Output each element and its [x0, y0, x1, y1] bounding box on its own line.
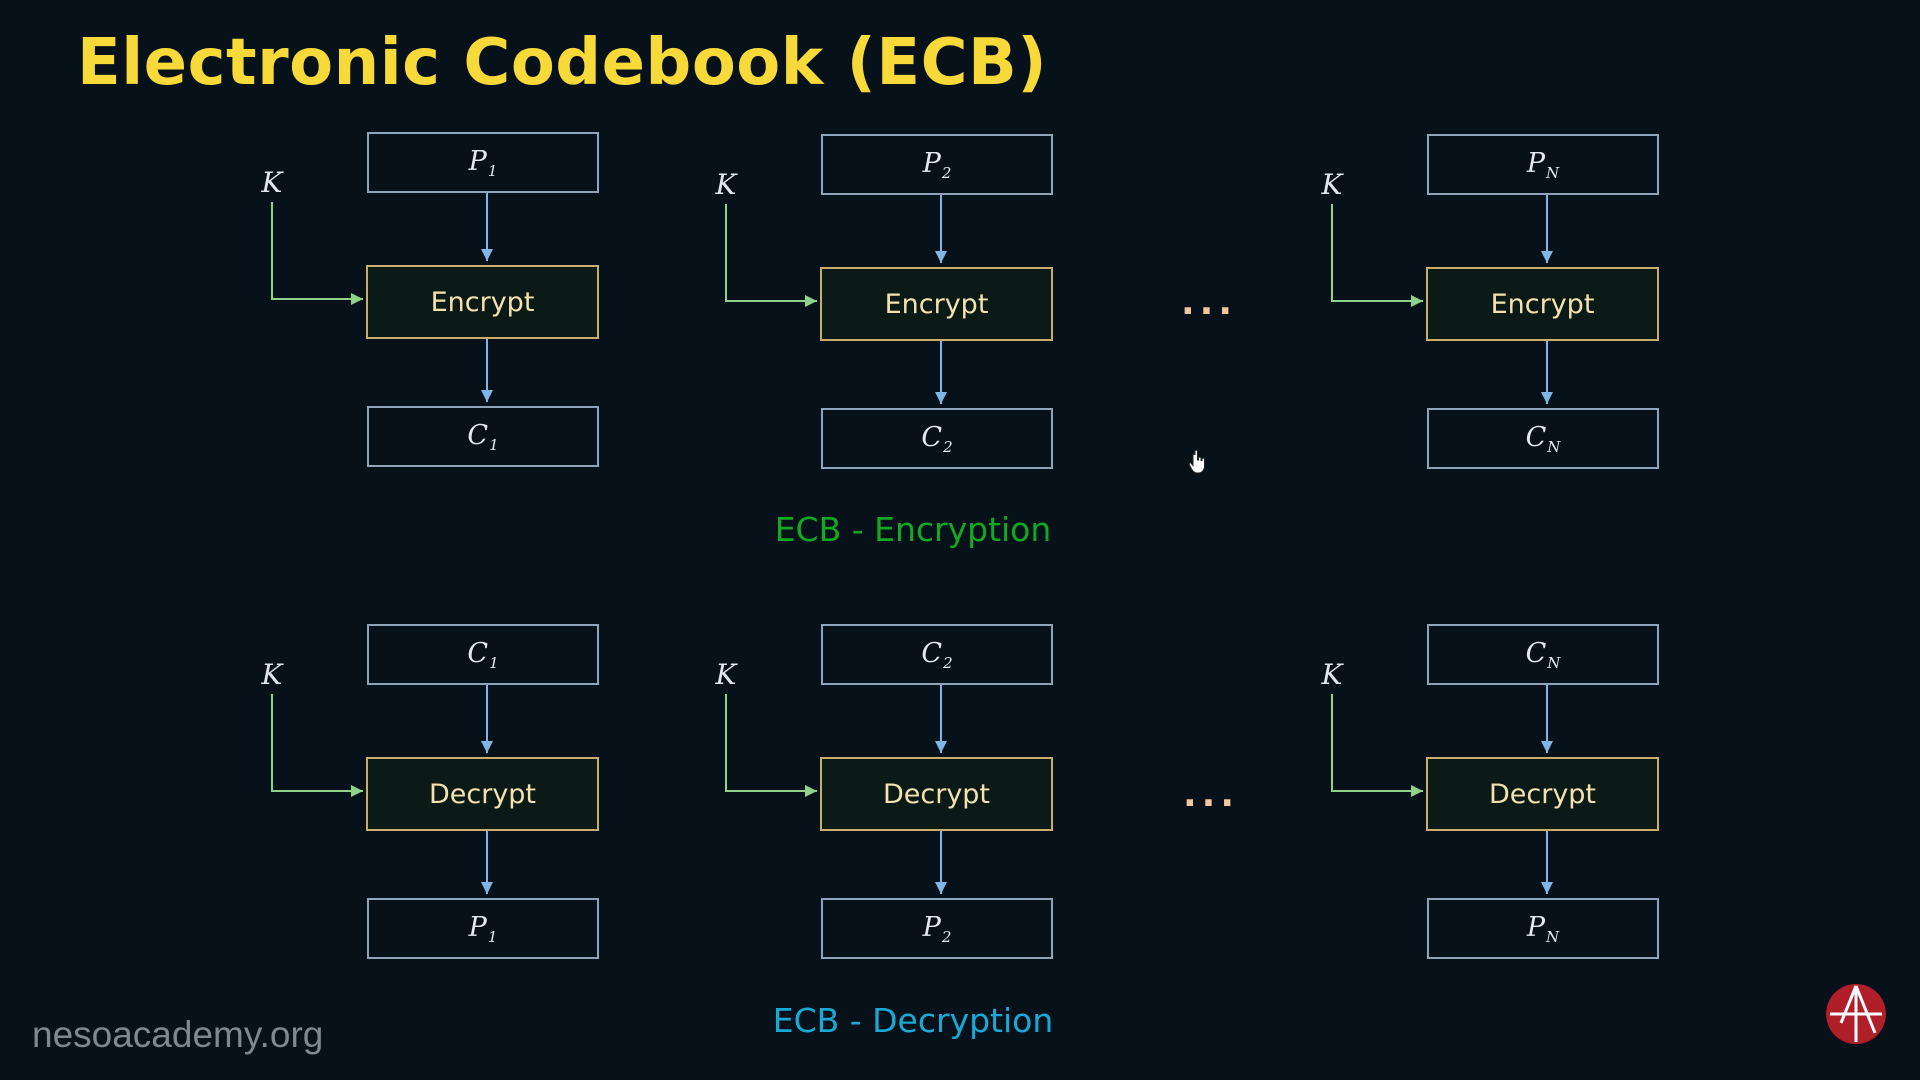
decryption-ellipsis: ...	[1183, 774, 1240, 815]
key-wire	[1331, 694, 1423, 797]
key-wire	[271, 202, 363, 305]
key-label: K	[261, 658, 283, 691]
encrypt-box-2: Encrypt	[820, 267, 1053, 341]
key-label: K	[261, 166, 283, 199]
decryption-block-n: K CN Decrypt PN	[1317, 624, 1717, 964]
key-wire	[725, 204, 817, 307]
decrypt-box-1: Decrypt	[366, 757, 599, 831]
encryption-caption: ECB - Encryption	[774, 510, 1052, 549]
decryption-block-1-wires	[271, 685, 493, 894]
encryption-block-n: K PN Encrypt CN	[1317, 134, 1717, 474]
watermark: nesoacademy.org	[32, 1014, 324, 1055]
plaintext-output-n: PN	[1427, 898, 1659, 959]
plaintext-block-1: P1	[367, 132, 599, 193]
encrypt-box-n: Encrypt	[1426, 267, 1659, 341]
key-label: K	[715, 168, 737, 201]
ciphertext-input-n: CN	[1427, 624, 1659, 685]
key-wire	[1331, 204, 1423, 307]
key-label: K	[715, 658, 737, 691]
ciphertext-block-n: CN	[1427, 408, 1659, 469]
plaintext-block-n: PN	[1427, 134, 1659, 195]
decryption-block-2: K C2 Decrypt P2	[711, 624, 1111, 964]
encryption-ellipsis: ...	[1181, 282, 1238, 323]
decryption-caption: ECB - Decryption	[772, 1001, 1054, 1040]
encryption-block-1: K P1 Encrypt C1	[257, 132, 657, 472]
encrypt-box-1: Encrypt	[366, 265, 599, 339]
decrypt-box-2: Decrypt	[820, 757, 1053, 831]
encryption-block-1-wires	[271, 193, 493, 402]
key-wire	[725, 694, 817, 797]
key-label: K	[1321, 658, 1343, 691]
key-label: K	[1321, 168, 1343, 201]
page-title: Electronic Codebook (ECB)	[77, 26, 1048, 100]
hand-pointer-icon	[1188, 449, 1205, 474]
decryption-block-1: K C1 Decrypt P1	[257, 624, 657, 964]
ciphertext-input-2: C2	[821, 624, 1053, 685]
plaintext-block-2: P2	[821, 134, 1053, 195]
neso-academy-logo-icon	[1826, 984, 1886, 1044]
ciphertext-block-1: C1	[367, 406, 599, 467]
decrypt-box-n: Decrypt	[1426, 757, 1659, 831]
plaintext-output-2: P2	[821, 898, 1053, 959]
plaintext-output-1: P1	[367, 898, 599, 959]
ciphertext-block-2: C2	[821, 408, 1053, 469]
decryption-block-2-wires	[725, 685, 947, 894]
key-wire	[271, 694, 363, 797]
encryption-block-2-wires	[725, 195, 947, 404]
ciphertext-input-1: C1	[367, 624, 599, 685]
encryption-block-n-wires	[1331, 195, 1553, 404]
decryption-block-n-wires	[1331, 685, 1553, 894]
encryption-block-2: K P2 Encrypt C2	[711, 134, 1111, 474]
